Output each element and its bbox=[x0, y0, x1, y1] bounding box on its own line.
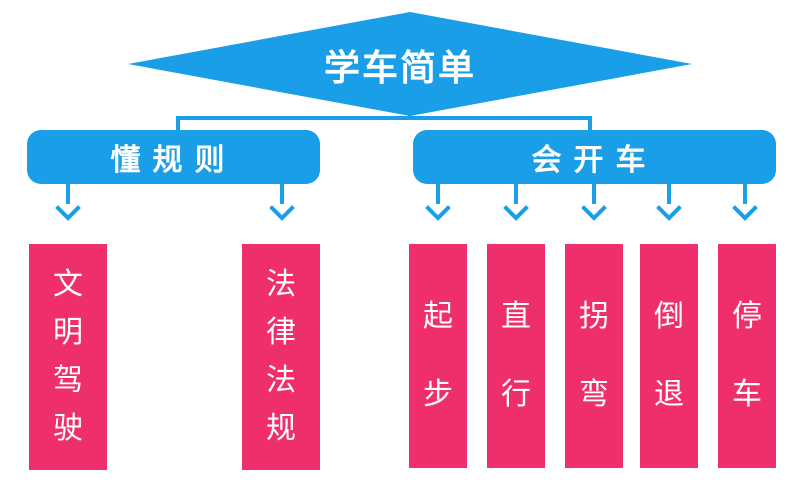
leaf-char: 行 bbox=[501, 377, 531, 412]
category-box-2-shape bbox=[413, 130, 776, 184]
leaf-char: 法 bbox=[266, 363, 296, 398]
leaf-box-civilized-driving: 文 明 驾 驶 bbox=[29, 244, 107, 470]
leaf-char: 直 bbox=[501, 299, 531, 334]
leaf-char: 拐 bbox=[579, 299, 609, 334]
leaf-box-turn: 拐 弯 bbox=[565, 244, 623, 468]
arrow-icon bbox=[732, 184, 758, 221]
arrow-icon bbox=[503, 184, 529, 221]
root-diamond-shape bbox=[128, 12, 692, 116]
leaf-char: 步 bbox=[423, 377, 453, 412]
leaf-char: 倒 bbox=[654, 299, 684, 334]
arrow-icon bbox=[425, 184, 451, 221]
leaf-char: 起 bbox=[423, 299, 453, 334]
leaf-char: 驾 bbox=[53, 363, 83, 398]
leaf-char: 规 bbox=[266, 411, 296, 446]
leaf-char: 法 bbox=[266, 267, 296, 302]
leaf-box-straight: 直 行 bbox=[487, 244, 545, 468]
arrow-icon bbox=[656, 184, 682, 221]
root-branch-line bbox=[176, 116, 592, 120]
leaf-char: 文 bbox=[53, 267, 83, 302]
arrow-icon bbox=[55, 184, 81, 221]
leaf-char: 停 bbox=[732, 299, 762, 334]
leaf-char: 律 bbox=[266, 315, 296, 350]
leaf-char: 明 bbox=[53, 315, 83, 350]
leaf-box-reverse: 倒 退 bbox=[640, 244, 698, 468]
root-title: 学车简单 bbox=[323, 48, 476, 89]
leaf-box-park: 停 车 bbox=[718, 244, 776, 468]
leaf-box-start: 起 步 bbox=[409, 244, 467, 468]
arrow-icon bbox=[269, 184, 295, 221]
leaf-char: 车 bbox=[732, 377, 762, 412]
leaf-box-laws-regulations: 法 律 法 规 bbox=[242, 244, 320, 470]
leaf-char: 弯 bbox=[579, 377, 609, 412]
category-box-1-shape bbox=[27, 130, 320, 184]
leaf-char: 退 bbox=[654, 377, 684, 412]
arrow-icon bbox=[581, 184, 607, 221]
root-trunk-line bbox=[408, 100, 412, 118]
leaf-char: 驶 bbox=[53, 411, 83, 446]
branch-left-drop bbox=[176, 116, 180, 132]
branch-right-drop bbox=[588, 116, 592, 132]
category-label-driving: 会开车 bbox=[531, 143, 658, 178]
category-label-rules: 懂规则 bbox=[110, 143, 237, 178]
